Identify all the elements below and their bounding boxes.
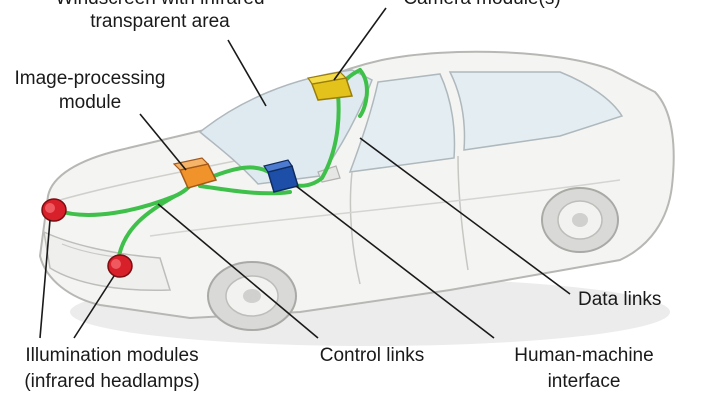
leader-illumination-a: [39, 219, 51, 339]
leader-hmi: [295, 185, 495, 339]
data-link-wire-2: [198, 68, 369, 196]
rear-wheel: [541, 187, 619, 253]
front-bumper: [43, 230, 172, 292]
label-image-processing-line2: module: [59, 92, 121, 113]
label-hmi-line1: Human-machine: [514, 345, 653, 366]
leader-data-links: [359, 137, 571, 295]
leader-windscreen: [227, 39, 267, 107]
label-data-links: Data links: [578, 289, 661, 310]
hmi-unit-icon: [263, 159, 299, 193]
label-image-processing-line1: Image-processing: [14, 68, 165, 89]
leader-camera: [333, 7, 387, 81]
label-hmi-line2: interface: [548, 371, 621, 392]
leader-control-links: [157, 203, 319, 339]
labels: Windscreen with infrared transparent are…: [14, 0, 661, 392]
side-window-front: [348, 73, 456, 173]
label-windscreen-line2: transparent area: [90, 11, 230, 32]
label-illumination-line1: Illumination modules: [25, 345, 198, 366]
label-illumination-line2: (infrared headlamps): [24, 371, 199, 392]
headlamp-right-icon: [107, 254, 133, 278]
front-wheel: [207, 261, 297, 331]
leader-illumination-b: [73, 275, 115, 339]
headlamp-left-icon: [41, 198, 67, 222]
side-window-rear: [448, 71, 624, 151]
leader-image-processing: [139, 113, 187, 171]
label-windscreen-line1: Windscreen with infrared: [55, 0, 264, 9]
label-control-links: Control links: [320, 345, 425, 366]
leader-lines: [39, 7, 571, 339]
components: [41, 71, 354, 278]
image-processing-module-icon: [172, 157, 218, 189]
label-camera: Camera module(s): [403, 0, 560, 9]
